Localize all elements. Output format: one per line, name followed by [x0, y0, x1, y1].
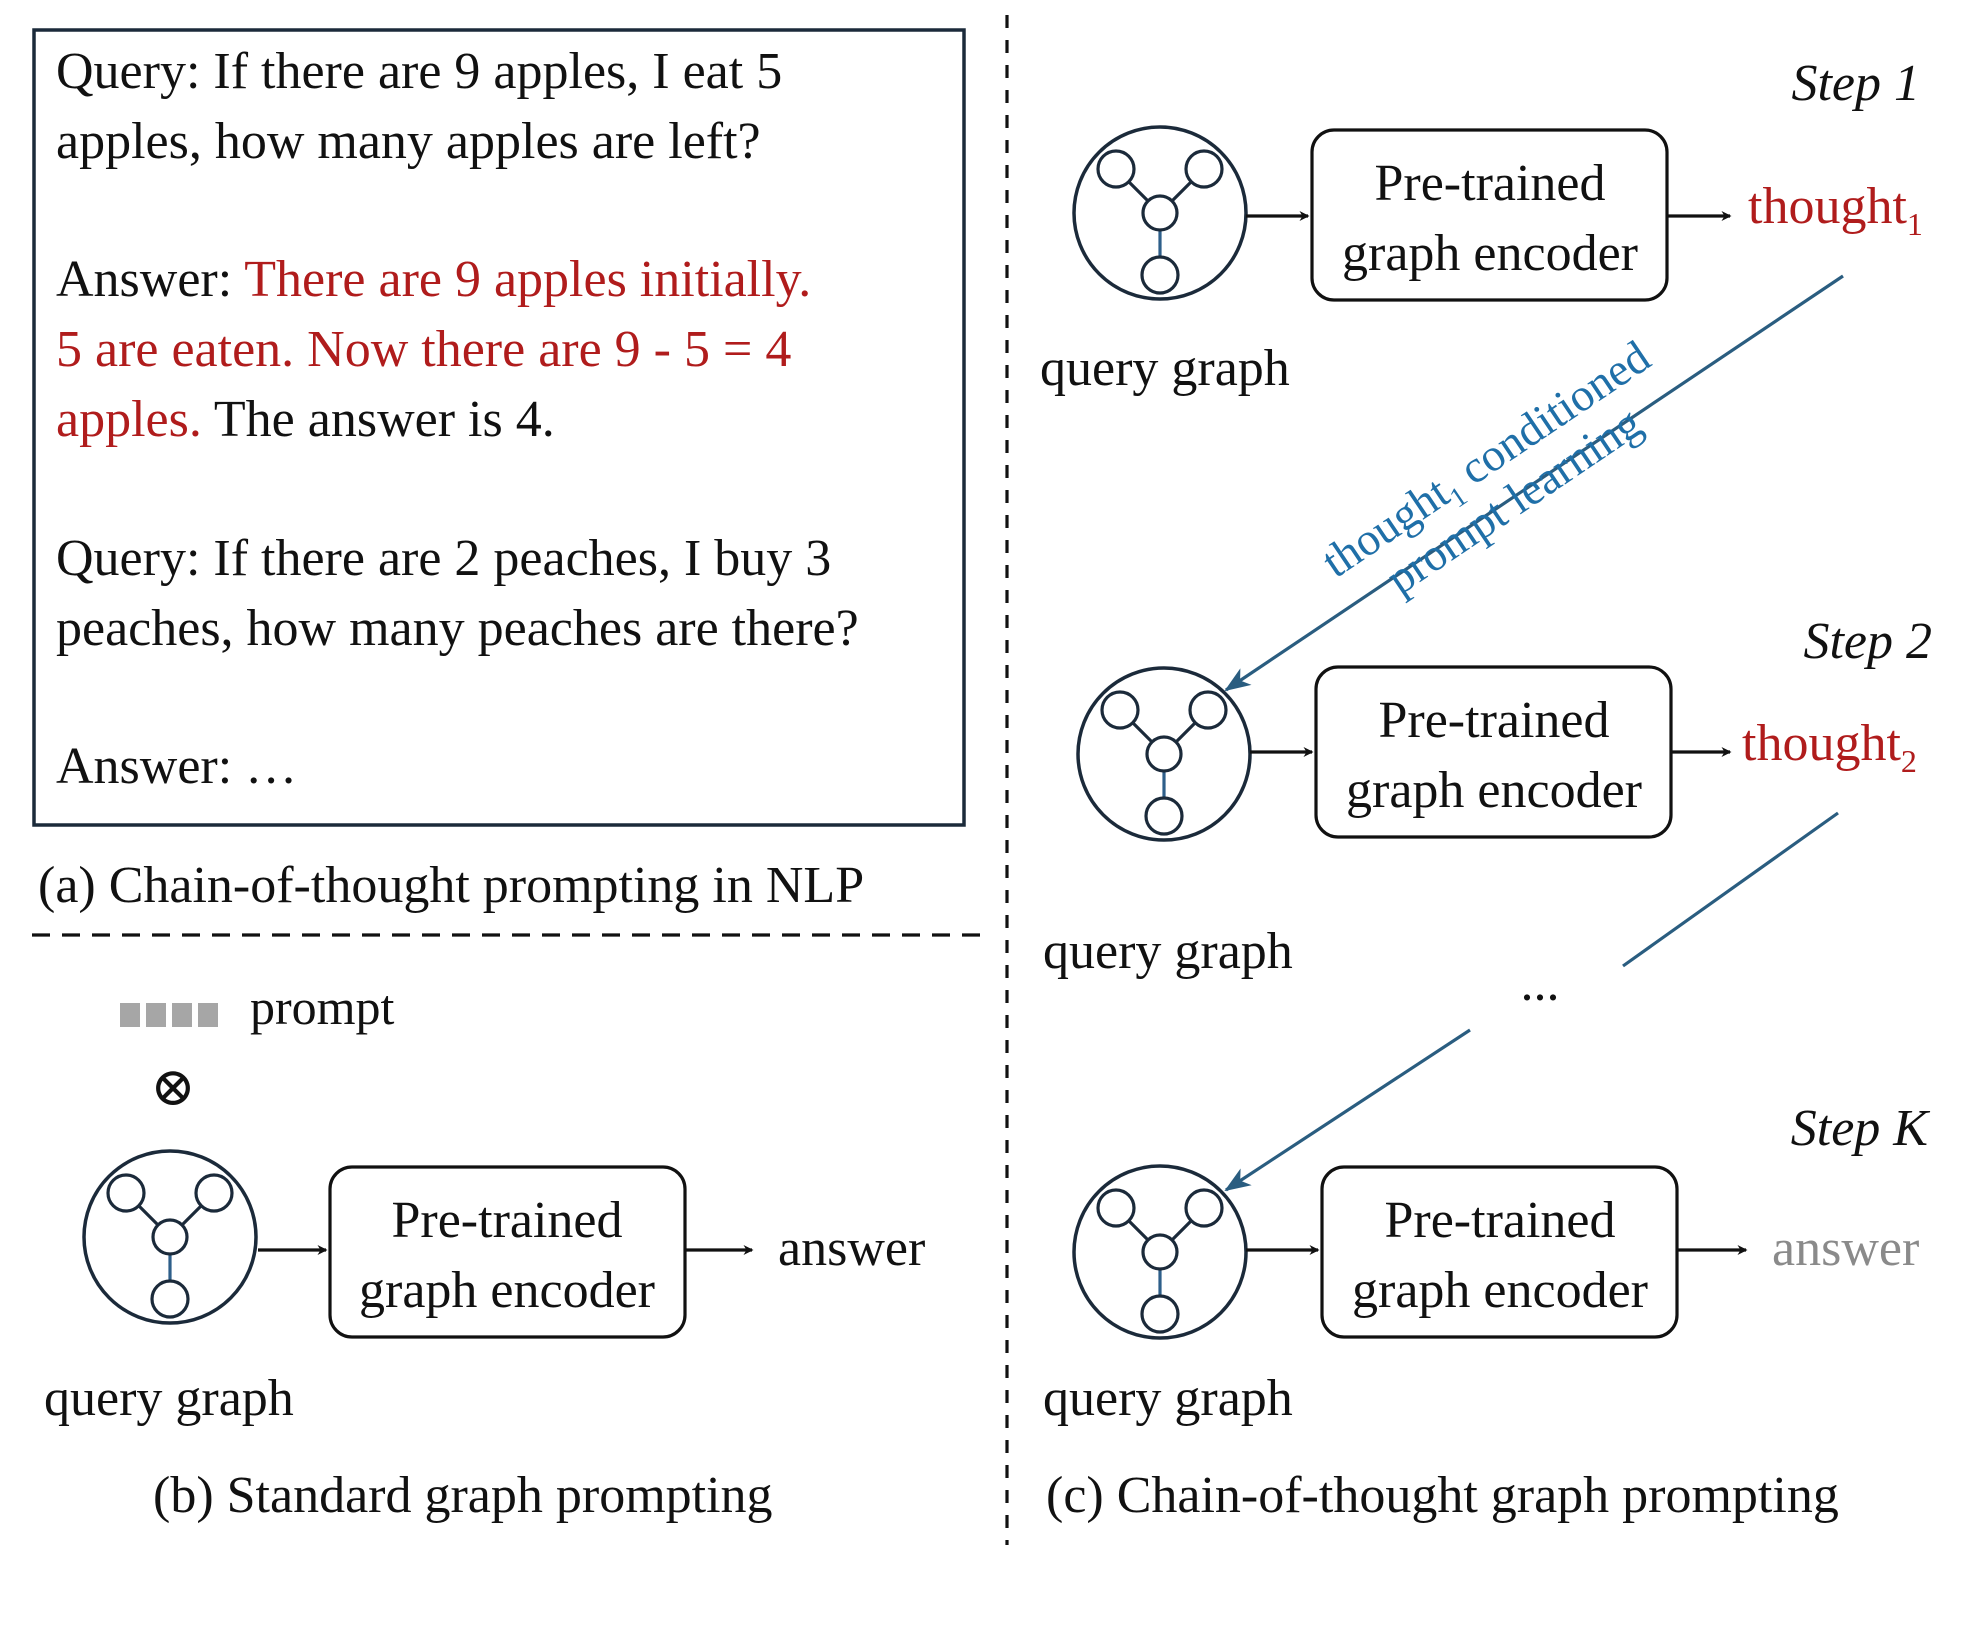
nlp-text-line: Query: If there are 9 apples, I eat 5 [56, 43, 782, 100]
thought-2-output: thought2 [1742, 715, 1917, 779]
nlp-text-segment: apples, how many apples are left? [56, 113, 761, 170]
panel-b-caption: (b) Standard graph prompting [153, 1467, 773, 1524]
nlp-text-segment: Query: If there are 9 apples, I eat 5 [56, 43, 782, 100]
nlp-text-line: 5 are eaten. Now there are 9 - 5 = 4 [56, 321, 791, 378]
chain-ellipsis: ... [1521, 955, 1560, 1012]
pretrained-encoder-box [1320, 1165, 1679, 1339]
step-1-label: Step 1 [1791, 55, 1920, 112]
nlp-text-line: Answer: There are 9 apples initially. [56, 251, 811, 308]
step-1: Step 1 Pre-trained graph encoder thought… [1040, 55, 1923, 397]
pretrained-encoder-box [328, 1165, 687, 1339]
query-graph-icon [1072, 125, 1248, 301]
encoder-label-line1: Pre-trained [1378, 692, 1609, 749]
query-graph-icon [82, 1149, 258, 1325]
encoder-label-line1: Pre-trained [391, 1192, 622, 1249]
step-2: Step 2 Pre-trained graph encoder thought… [1043, 613, 1932, 980]
thought-1-output: thought1 [1748, 178, 1923, 242]
conditioning-arrow-2b [1224, 1028, 1471, 1192]
query-graph-label: query graph [44, 1370, 294, 1427]
final-answer-output: answer [1772, 1220, 1919, 1277]
prompt-label: prompt [250, 979, 395, 1035]
encoder-label-line2: graph encoder [1352, 1262, 1648, 1319]
nlp-text-segment: Answer: [56, 251, 244, 308]
nlp-text-line: peaches, how many peaches are there? [56, 600, 859, 657]
nlp-text-segment: peaches, how many peaches are there? [56, 600, 859, 657]
encoder-label-line1: Pre-trained [1384, 1192, 1615, 1249]
query-graph-label: query graph [1043, 1370, 1293, 1427]
panel-a: Query: If there are 9 apples, I eat 5 app… [32, 28, 966, 914]
panel-c: Step 1 Pre-trained graph encoder thought… [1040, 55, 1932, 1524]
encoder-label-line2: graph encoder [1342, 225, 1638, 282]
answer-label: answer [778, 1220, 925, 1277]
panel-b: prompt ⊗ Pre-trained graph encoder answe… [44, 979, 925, 1524]
nlp-example-text: Query: If there are 9 apples, I eat 5 app… [56, 43, 859, 795]
query-graph-icon [1072, 1164, 1248, 1340]
nlp-text-line: Answer: … [56, 738, 297, 795]
panel-a-caption: (a) Chain-of-thought prompting in NLP [38, 857, 864, 914]
nlp-text-segment: apples. [56, 391, 202, 448]
conditioning-line-2a [1622, 811, 1839, 968]
step-2-label: Step 2 [1803, 613, 1932, 670]
step-k: Step K Pre-trained graph encoder answer … [1043, 1100, 1930, 1427]
nlp-text-segment: The answer is 4. [202, 391, 555, 448]
nlp-text-line: apples, how many apples are left? [56, 113, 761, 170]
nlp-text-segment: Answer: … [56, 738, 297, 795]
conditioning-arrow-1 [1224, 274, 1844, 692]
panel-c-caption: (c) Chain-of-thought graph prompting [1046, 1467, 1839, 1524]
nlp-example-box [32, 28, 966, 827]
nlp-text-line: Query: If there are 2 peaches, I buy 3 [56, 530, 831, 587]
nlp-text-segment: Query: If there are 2 peaches, I buy 3 [56, 530, 831, 587]
encoder-label-line2: graph encoder [359, 1262, 655, 1319]
conditioned-prompt-learning-label: thought1 conditioned prompt learning [1313, 331, 1659, 604]
encoder-label-line1: Pre-trained [1374, 155, 1605, 212]
encoder-label-line2: graph encoder [1346, 762, 1642, 819]
nlp-text-line: apples. The answer is 4. [56, 391, 555, 448]
query-graph-label: query graph [1040, 340, 1290, 397]
nlp-text-segment: 5 are eaten. Now there are 9 - 5 = 4 [56, 321, 791, 378]
query-graph-label: query graph [1043, 923, 1293, 980]
otimes-operator: ⊗ [150, 1057, 195, 1117]
query-graph-icon [1076, 666, 1252, 842]
nlp-text-segment: There are 9 apples initially. [244, 251, 811, 308]
step-k-label: Step K [1791, 1100, 1931, 1157]
prompt-squares-icon [120, 1003, 218, 1027]
